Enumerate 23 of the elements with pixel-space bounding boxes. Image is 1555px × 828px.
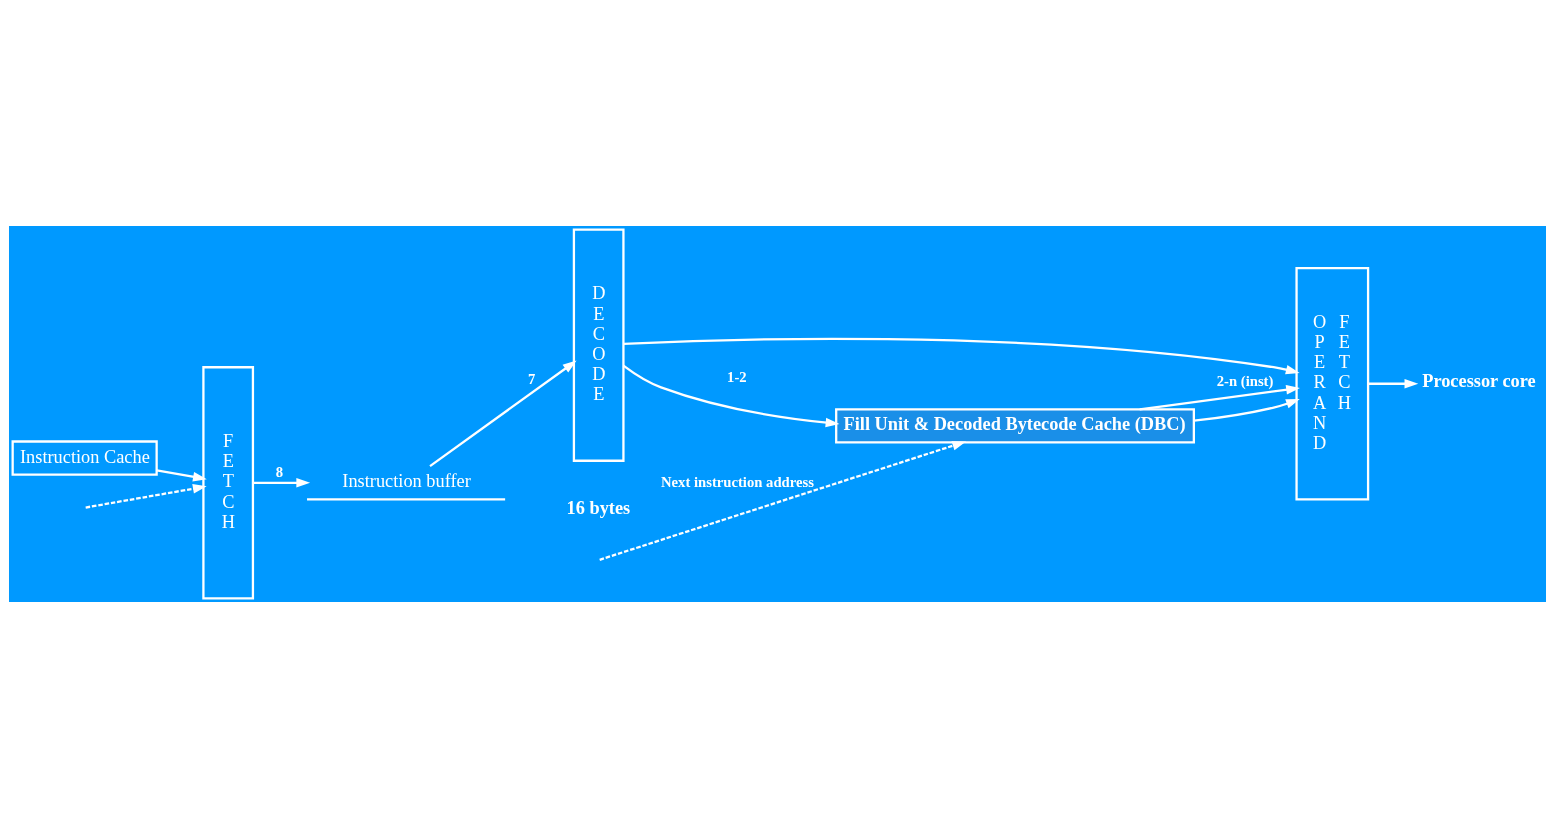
node-box: Instruction Cache <box>11 440 158 476</box>
arrow <box>623 337 1300 375</box>
arrow <box>1194 399 1300 422</box>
node-box: Fill Unit & Decoded Bytecode Cache (DBC) <box>835 408 1195 444</box>
edge-label: 8 <box>275 464 284 481</box>
arrow <box>1368 378 1419 389</box>
edge-label: 7 <box>528 371 536 388</box>
arrow <box>622 364 840 428</box>
arrow <box>1139 385 1300 411</box>
edge-label: 2-n (inst) <box>1216 373 1274 390</box>
edge-label: Next instruction address <box>661 474 814 491</box>
arrow <box>253 477 311 488</box>
node-box: F E T C H <box>202 366 255 600</box>
edge-label: 1-2 <box>727 368 747 385</box>
node-box: D E C O D E <box>572 228 625 462</box>
node-text: Instruction buffer <box>342 471 471 492</box>
label: 16 bytes <box>566 497 631 518</box>
arrow <box>156 469 207 482</box>
node-box: O P E R A N D F E T C H <box>1295 267 1370 501</box>
arrow <box>429 360 577 468</box>
arrow <box>599 441 967 561</box>
node-text: Processor core <box>1422 371 1536 392</box>
arrow <box>85 484 207 509</box>
